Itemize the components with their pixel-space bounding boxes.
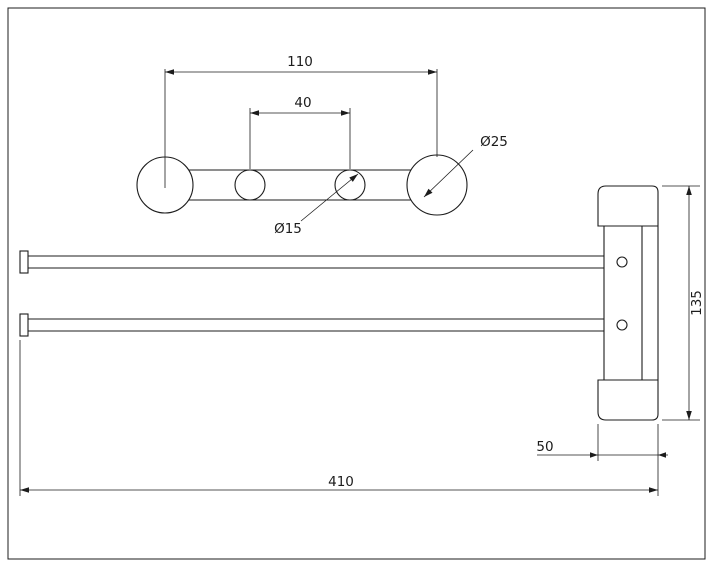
small-hole-circle-2 — [334, 169, 366, 201]
arrowhead — [428, 69, 437, 75]
arrowhead — [341, 110, 350, 116]
diameter-15-label: Ø15 — [274, 221, 302, 237]
bar-end-cap-1 — [19, 250, 29, 274]
dimension-50-label: 50 — [536, 439, 553, 455]
arrowhead — [250, 110, 259, 116]
dimension-40: 40 — [249, 95, 351, 169]
dimension-110-label: 110 — [287, 54, 313, 70]
arrowhead — [424, 188, 433, 197]
arrowhead — [686, 411, 692, 420]
arrowhead — [649, 487, 658, 493]
arrowhead — [590, 452, 598, 458]
top-view: 110 40 Ø25 Ø15 — [136, 54, 508, 237]
arrowhead — [349, 174, 358, 182]
dimension-50: 50 — [536, 424, 668, 461]
wall-plate-outline — [597, 185, 659, 421]
bar-end-cap-2 — [19, 313, 29, 337]
dimension-40-label: 40 — [294, 95, 311, 111]
arrowhead — [686, 186, 692, 195]
diameter-25-label: Ø25 — [480, 134, 508, 150]
front-view: 135 50 410 — [19, 185, 705, 496]
dimension-410-label: 410 — [328, 474, 354, 490]
leader-line — [423, 149, 474, 198]
dimension-110: 110 — [164, 54, 438, 188]
arrowhead — [658, 452, 666, 458]
small-hole-circle-1 — [234, 169, 266, 201]
pivot-circle-2 — [616, 319, 628, 331]
diameter-15-callout: Ø15 — [274, 173, 359, 237]
dimension-135-label: 135 — [689, 290, 705, 316]
dimension-410: 410 — [19, 340, 659, 496]
diameter-25-callout: Ø25 — [423, 134, 508, 198]
sheet-border — [7, 7, 706, 560]
leader-line — [300, 173, 359, 222]
arrowhead — [165, 69, 174, 75]
arrowhead — [20, 487, 29, 493]
dimension-135: 135 — [662, 185, 705, 421]
pivot-circle-1 — [616, 256, 628, 268]
